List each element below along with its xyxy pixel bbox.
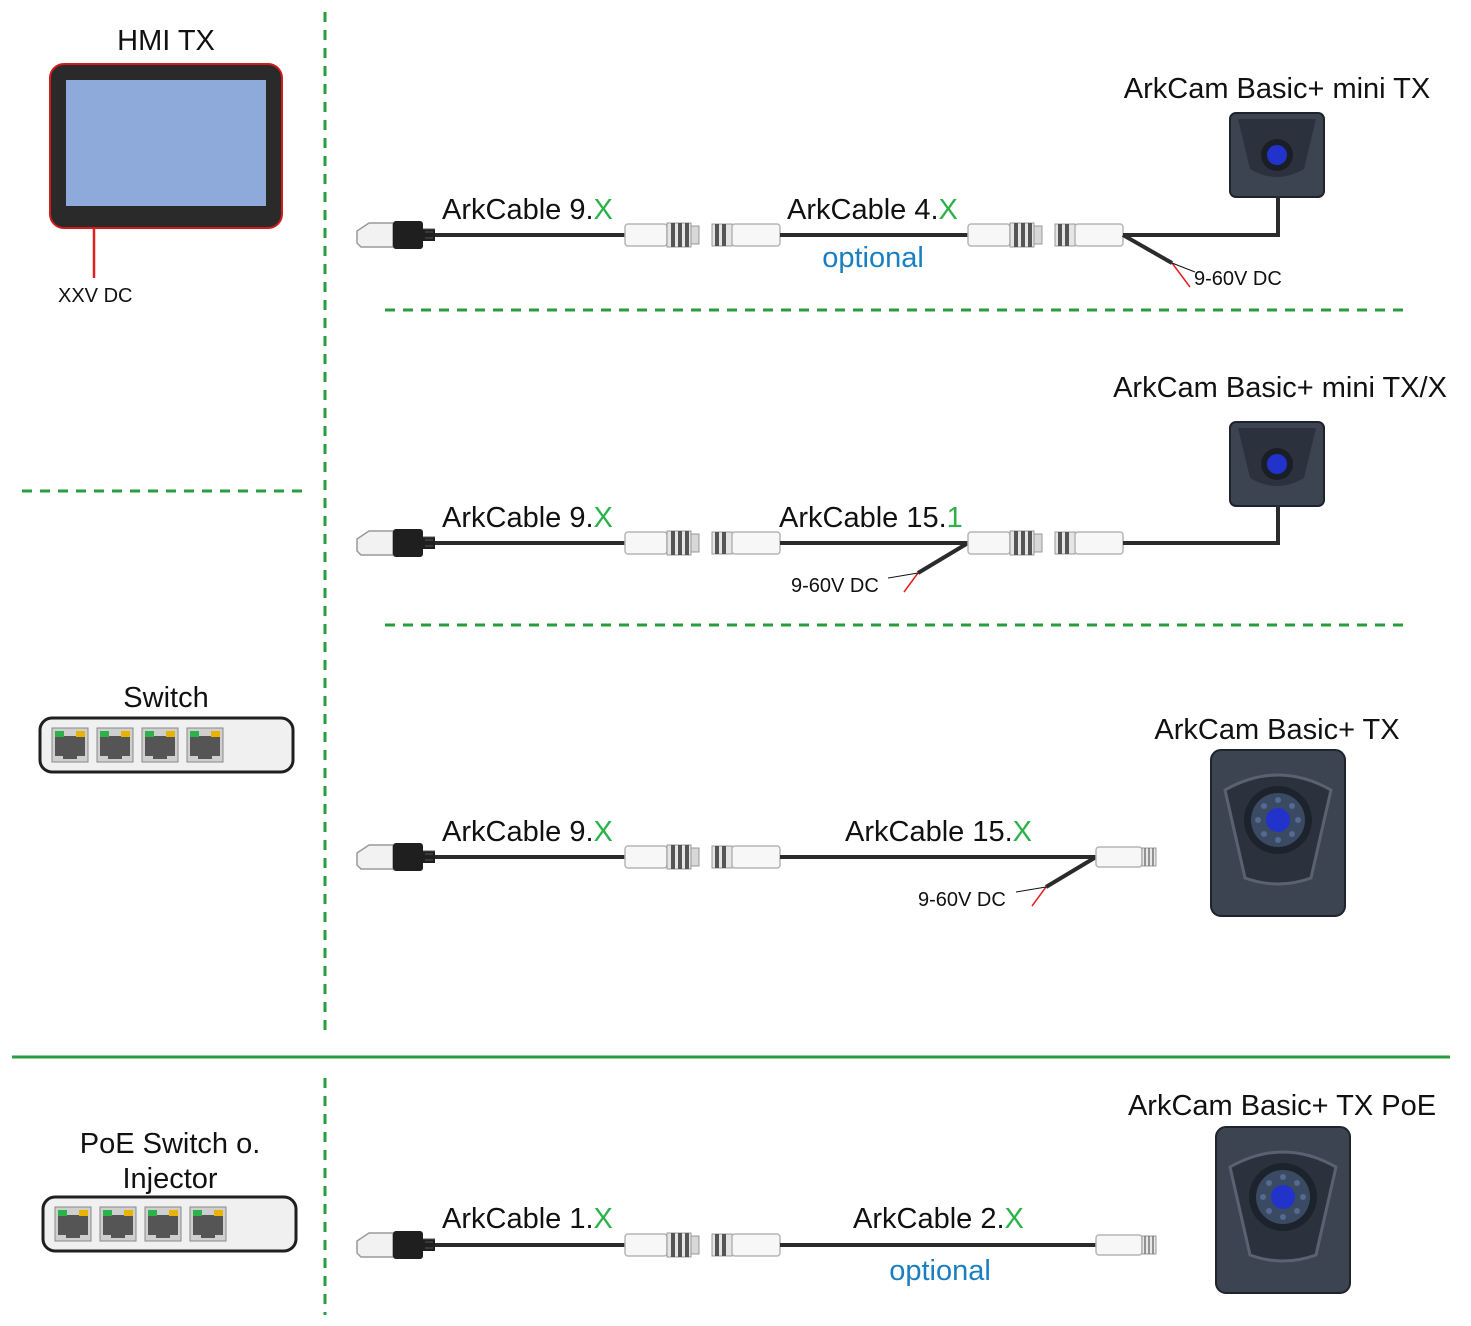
- row2-cable1-label: ArkCable 9.X: [442, 502, 613, 534]
- row3-cable1-label: ArkCable 9.X: [442, 816, 613, 848]
- mini-camera-icon: [1229, 421, 1325, 507]
- row2-cable2-label: ArkCable 15.1: [779, 502, 963, 534]
- row-1: ArkCam Basic+ mini TX 9-60V DC ArkCable …: [356, 73, 1430, 290]
- poe-device: PoE Switch o. Injector: [41, 1128, 298, 1253]
- row4-camera-title: ArkCam Basic+ TX PoE: [1128, 1090, 1436, 1122]
- row-4: ArkCam Basic+ TX PoE ArkCable 1.X ArkCab…: [356, 1090, 1436, 1295]
- rj45-plug-icon: [356, 842, 436, 872]
- row1-cable2-label: ArkCable 4.X: [787, 194, 958, 226]
- hmi-title: HMI TX: [117, 25, 215, 57]
- camera-icon: [1214, 1125, 1352, 1295]
- hmi-device: HMI TX XXV DC: [49, 25, 283, 307]
- rj45-plug-icon: [356, 220, 436, 250]
- row1-optional-label: optional: [822, 242, 924, 274]
- camera-icon: [1209, 748, 1347, 918]
- row1-camera-title: ArkCam Basic+ mini TX: [1124, 73, 1430, 105]
- row3-cable2-label: ArkCable 15.X: [845, 816, 1032, 848]
- row4-cable1-label: ArkCable 1.X: [442, 1203, 613, 1235]
- dividers: [12, 12, 1450, 1315]
- row3-camera-title: ArkCam Basic+ TX: [1154, 714, 1399, 746]
- row-2: ArkCam Basic+ mini TX/X 9-60V DC ArkCabl…: [356, 372, 1447, 597]
- row2-camera-title: ArkCam Basic+ mini TX/X: [1113, 372, 1447, 404]
- poe-title-line1: PoE Switch o.: [80, 1128, 261, 1160]
- row2-power-label: 9-60V DC: [791, 575, 879, 597]
- row4-cable2-label: ArkCable 2.X: [853, 1203, 1024, 1235]
- row-3: ArkCam Basic+ TX 9-60V DC ArkCable 9.X A…: [356, 714, 1400, 918]
- rj45-plug-icon: [356, 1230, 436, 1260]
- hmi-power-label: XXV DC: [58, 285, 132, 307]
- row4-optional-label: optional: [889, 1255, 991, 1287]
- row1-power-label: 9-60V DC: [1194, 268, 1282, 290]
- row1-cable1-label: ArkCable 9.X: [442, 194, 613, 226]
- mini-camera-icon: [1229, 112, 1325, 198]
- switch-device: Switch: [38, 682, 295, 774]
- poe-title-line2: Injector: [122, 1163, 217, 1195]
- rj45-plug-icon: [356, 528, 436, 558]
- switch-title: Switch: [123, 682, 208, 714]
- row3-power-label: 9-60V DC: [918, 889, 1006, 911]
